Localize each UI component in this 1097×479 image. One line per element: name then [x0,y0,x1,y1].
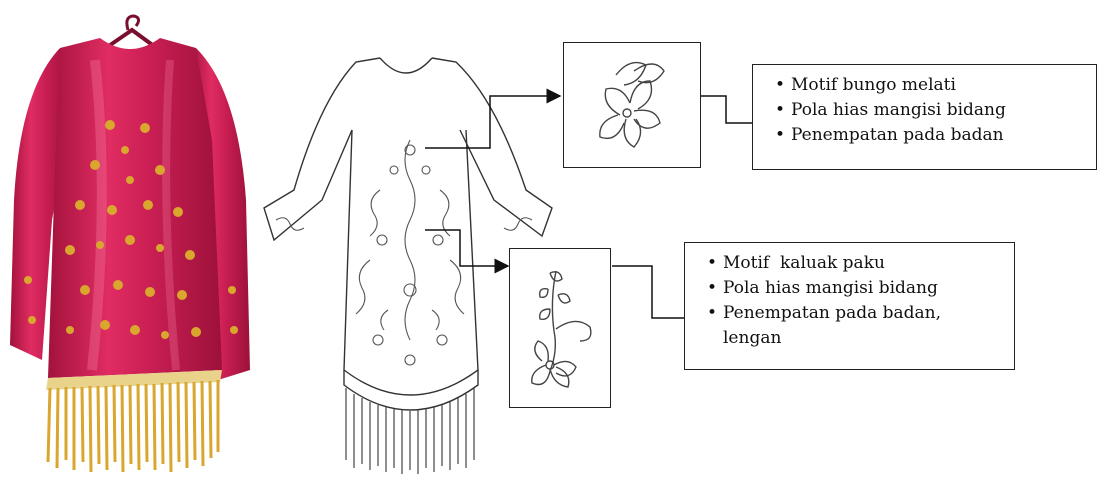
connector-line-melati-text [700,96,752,123]
connector-arrow-melati [425,96,560,148]
kaluak-detail-box [509,248,611,408]
connector-line-kaluak-text [612,266,684,318]
kaluak-pattern: Pola hias mangisi bidang [707,276,1000,301]
melati-placement: Penempatan pada badan [775,123,1082,148]
melati-flower-icon [564,43,699,166]
melati-description-box: Motif bungo melati Pola hias mangisi bid… [752,64,1097,170]
melati-pattern: Pola hias mangisi bidang [775,98,1082,123]
kaluak-motif-name: Motif kaluak paku [707,251,1000,276]
kaluak-description-box: Motif kaluak paku Pola hias mangisi bida… [684,242,1015,370]
kaluak-placement: Penempatan pada badan, lengan [707,301,993,351]
melati-motif-name: Motif bungo melati [775,73,1082,98]
melati-detail-box [563,42,701,168]
kaluak-paku-icon [510,249,609,406]
connector-arrow-kaluak [425,230,508,266]
